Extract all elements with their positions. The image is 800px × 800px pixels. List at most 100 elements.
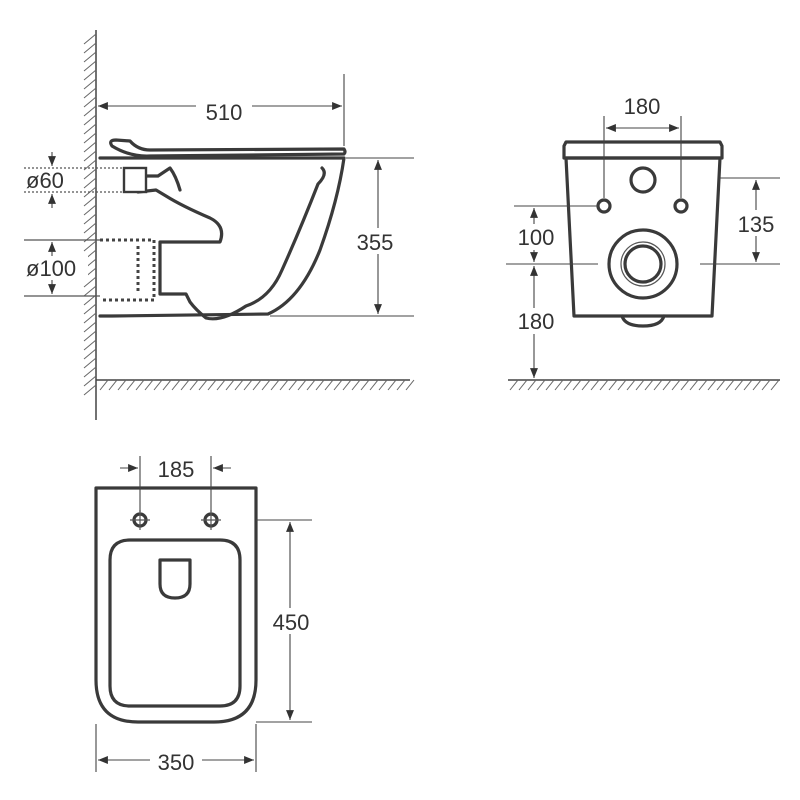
top-bolt-left xyxy=(130,510,150,530)
hatch-stroke xyxy=(83,96,97,108)
hatch-stroke xyxy=(252,379,262,391)
hatch-stroke xyxy=(545,379,555,391)
hatch-stroke xyxy=(770,379,780,391)
hatch-stroke xyxy=(662,379,672,391)
hatch-stroke xyxy=(83,213,97,225)
hatch-stroke xyxy=(554,379,564,391)
hatch-stroke xyxy=(360,379,370,391)
hatch-stroke xyxy=(83,69,97,81)
inlet-label: ø60 xyxy=(26,168,64,193)
hatch-stroke xyxy=(536,379,546,391)
hatch-stroke xyxy=(83,132,97,144)
rear-100-label-bg xyxy=(510,224,560,250)
hatch-stroke xyxy=(324,379,334,391)
hatch-stroke xyxy=(342,379,352,391)
hatch-stroke xyxy=(261,379,271,391)
hatch-stroke xyxy=(653,379,663,391)
hatch-stroke xyxy=(126,379,136,391)
hatch-stroke xyxy=(83,285,97,297)
hatch-stroke xyxy=(99,379,109,391)
top-bolt-right xyxy=(201,510,221,530)
hatch-stroke xyxy=(581,379,591,391)
hatch-stroke xyxy=(563,379,573,391)
hatch-stroke xyxy=(83,240,97,252)
hatch-stroke xyxy=(234,379,244,391)
rear-bolt-spacing-label: 180 xyxy=(624,94,661,119)
hatch-stroke xyxy=(396,379,406,391)
hatch-stroke xyxy=(83,276,97,288)
hatch-stroke xyxy=(743,379,753,391)
hatch-stroke xyxy=(83,150,97,162)
height-label: 355 xyxy=(357,230,394,255)
rear-lid xyxy=(562,140,724,160)
outlet-label-bg xyxy=(24,256,88,280)
hatch-stroke xyxy=(83,60,97,72)
hatch-stroke xyxy=(626,379,636,391)
hatch-stroke xyxy=(369,379,379,391)
inlet-pipe xyxy=(122,166,148,194)
hatch-stroke xyxy=(297,379,307,391)
hatch-stroke xyxy=(83,357,97,369)
bowl-body xyxy=(98,156,346,318)
hatch-stroke xyxy=(716,379,726,391)
rear-body xyxy=(564,156,722,318)
top-length-label-bg xyxy=(266,608,316,634)
hatch-stroke xyxy=(83,168,97,180)
hatch-stroke xyxy=(83,195,97,207)
hatch-stroke xyxy=(162,379,172,391)
rear-135-label-bg xyxy=(732,210,780,236)
top-outer-outline xyxy=(94,486,258,724)
hatch-stroke xyxy=(83,375,97,387)
hatch-stroke xyxy=(351,379,361,391)
hatch-stroke xyxy=(306,379,316,391)
hatch-stroke xyxy=(698,379,708,391)
wall-hatch xyxy=(83,33,97,396)
hatch-stroke xyxy=(189,379,199,391)
hatch-stroke xyxy=(83,384,97,396)
hatch-stroke xyxy=(216,379,226,391)
hatch-stroke xyxy=(135,379,145,391)
hatch-stroke xyxy=(83,348,97,360)
rear-floor-label: 180 xyxy=(518,309,555,334)
hatch-stroke xyxy=(180,379,190,391)
top-drain xyxy=(158,558,192,600)
hatch-stroke xyxy=(83,366,97,378)
hatch-stroke xyxy=(509,379,519,391)
hatch-stroke xyxy=(761,379,771,391)
hatch-stroke xyxy=(83,339,97,351)
hatch-stroke xyxy=(83,105,97,117)
hatch-stroke xyxy=(279,379,289,391)
hatch-stroke xyxy=(83,33,97,45)
trapway xyxy=(136,166,326,321)
hatch-stroke xyxy=(734,379,744,391)
hatch-stroke xyxy=(725,379,735,391)
top-view: 185 450 350 xyxy=(94,456,316,775)
height-label-bg xyxy=(350,228,404,254)
hatch-stroke xyxy=(83,141,97,153)
hatch-stroke xyxy=(83,87,97,99)
hatch-stroke xyxy=(83,78,97,90)
hatch-stroke xyxy=(171,379,181,391)
hatch-stroke xyxy=(644,379,654,391)
hatch-stroke xyxy=(225,379,235,391)
hatch-stroke xyxy=(83,312,97,324)
hatch-stroke xyxy=(680,379,690,391)
hatch-stroke xyxy=(518,379,528,391)
outlet-pipe xyxy=(100,238,156,302)
rear-outlet-mid xyxy=(620,241,666,287)
rear-outlet-lip xyxy=(620,314,666,328)
rear-100-label: 100 xyxy=(518,225,555,250)
top-width-label-bg xyxy=(150,748,202,774)
hatch-stroke xyxy=(689,379,699,391)
hatch-stroke xyxy=(671,379,681,391)
depth-label: 510 xyxy=(206,100,243,125)
top-bowl-opening xyxy=(108,538,242,708)
hatch-stroke xyxy=(108,379,118,391)
rear-bolt-left xyxy=(596,198,612,214)
rear-floor-hatch xyxy=(509,379,780,391)
hatch-stroke xyxy=(527,379,537,391)
hatch-stroke xyxy=(83,204,97,216)
hatch-stroke xyxy=(707,379,717,391)
top-width-label: 350 xyxy=(158,750,195,775)
